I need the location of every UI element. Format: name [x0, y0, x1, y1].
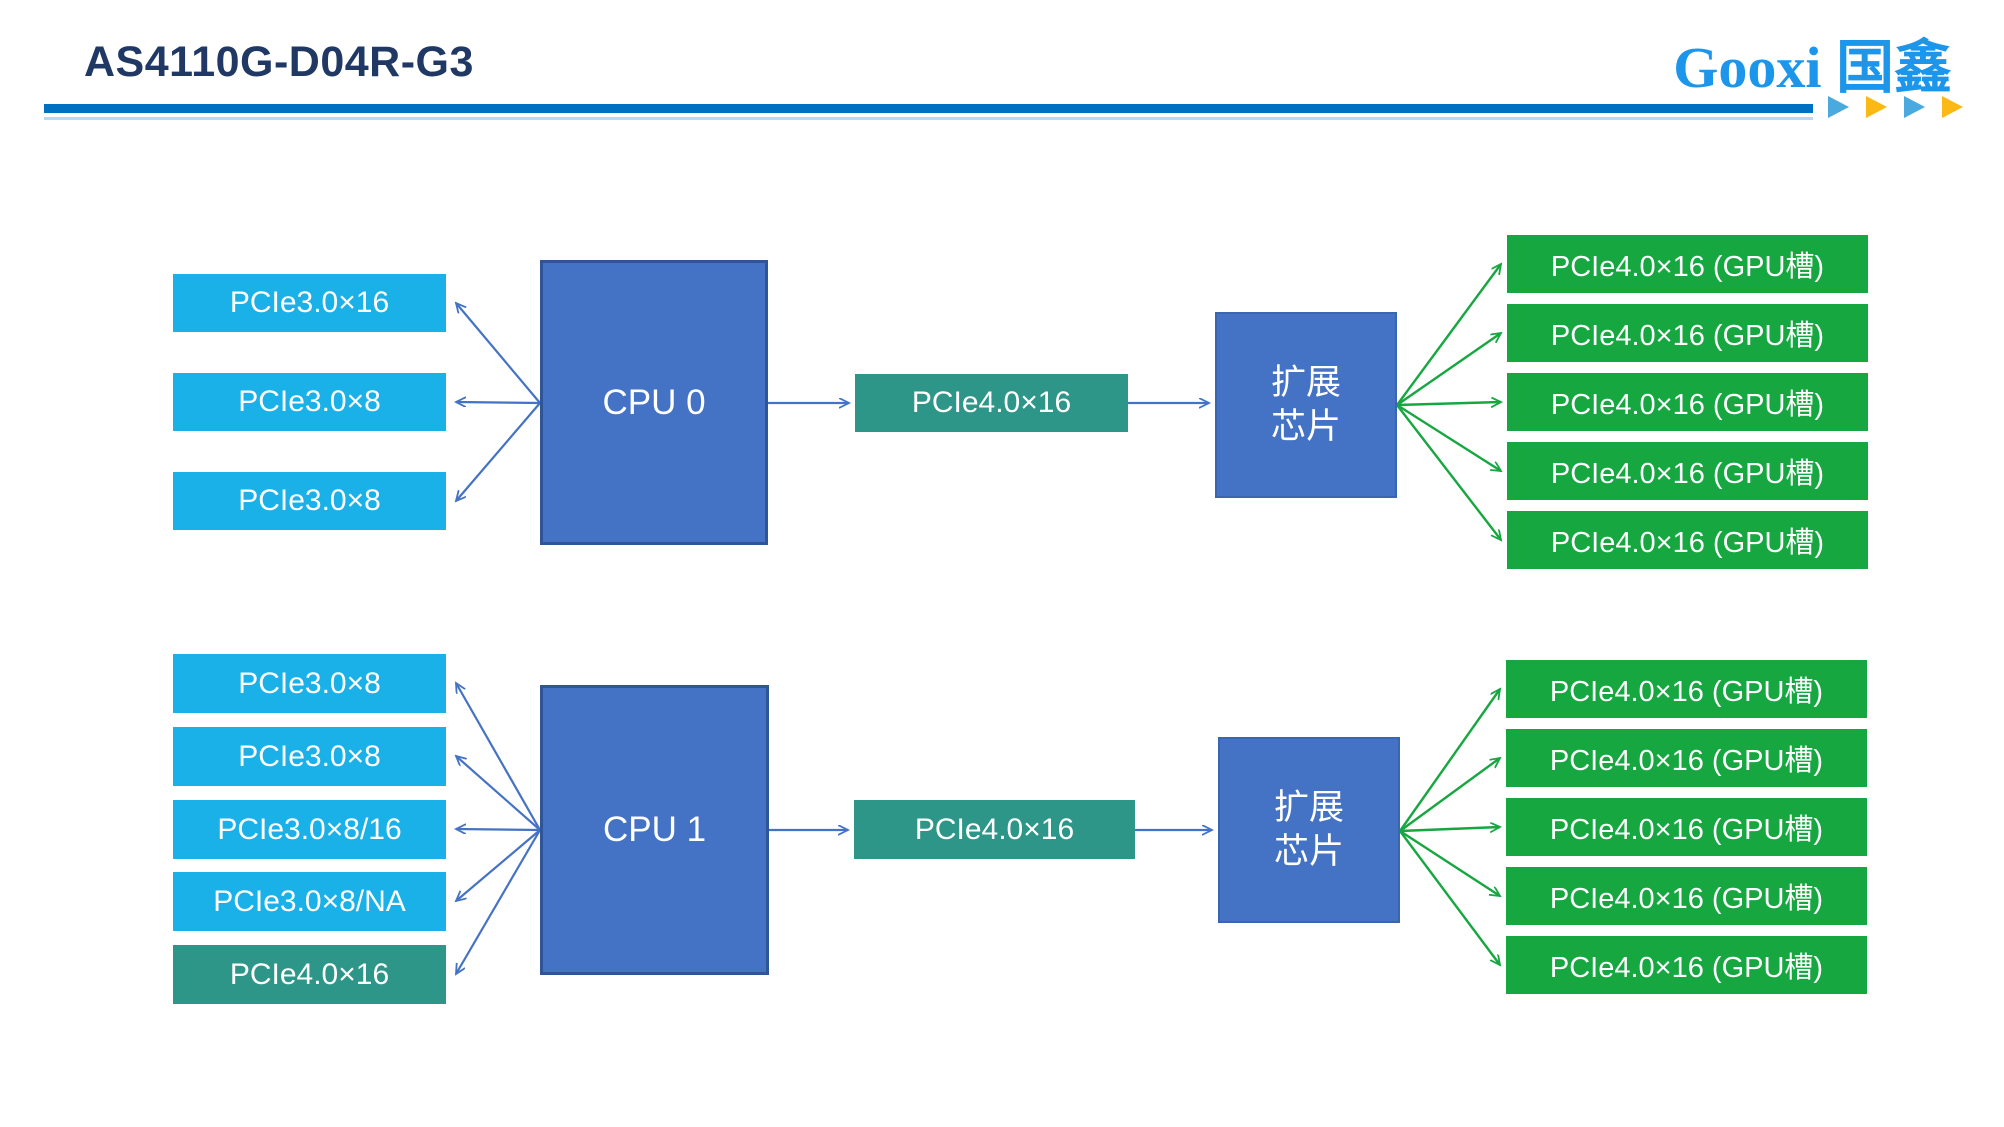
deco-triangle-icon: [1828, 96, 1849, 118]
cpu1-block: CPU 1: [540, 685, 769, 975]
page-title: AS4110G-D04R-G3: [84, 38, 474, 86]
gpu-slot: PCIe4.0×16 (GPU槽): [1506, 936, 1867, 994]
arrow-chip0-gpu5: [1396, 404, 1501, 540]
arrow-chip1-gpu4: [1399, 829, 1500, 896]
arrow-cpu1-slot3: [456, 829, 541, 830]
expansion-chip1-label-line2: 芯片: [1273, 832, 1344, 871]
arrow-cpu1-slot1: [456, 683, 541, 831]
gpu-slot: PCIe4.0×16 (GPU槽): [1507, 235, 1868, 293]
cpu1-pcie-slot: PCIe3.0×8/16: [173, 800, 446, 859]
cpu0-pcie-slot: PCIe3.0×8: [173, 472, 446, 530]
header-divider: [44, 104, 1813, 113]
arrow-chip0-gpu2: [1396, 333, 1501, 406]
cpu1-uplink-pcie4: PCIe4.0×16: [854, 800, 1135, 859]
expansion-chip0-label-line2: 芯片: [1270, 407, 1341, 446]
expansion-chip0-label-line1: 扩展: [1270, 363, 1341, 403]
cpu0-pcie-slot: PCIe3.0×8: [173, 373, 446, 431]
arrow-cpu0-slot1: [456, 303, 541, 404]
deco-triangle-icon: [1942, 96, 1963, 118]
gooxi-logo: Gooxi 国鑫: [1560, 20, 1952, 104]
arrow-cpu1-slot4: [456, 829, 541, 901]
arrow-chip0-gpu4: [1396, 403, 1501, 471]
gpu-slot: PCIe4.0×16 (GPU槽): [1507, 373, 1868, 431]
arrow-chip1-gpu3: [1399, 827, 1500, 831]
arrow-chip1-gpu2: [1399, 758, 1500, 832]
cpu1-pcie-slot: PCIe3.0×8: [173, 727, 446, 786]
arrow-cpu0-slot3: [456, 402, 541, 501]
gpu-slot: PCIe4.0×16 (GPU槽): [1506, 867, 1867, 925]
deco-triangle-icon: [1866, 96, 1887, 118]
arrow-cpu1-slot2: [456, 756, 541, 831]
logo-latin-text: Gooxi: [1673, 35, 1822, 100]
cpu1-pcie-slot: PCIe4.0×16: [173, 945, 446, 1004]
gpu-slot: PCIe4.0×16 (GPU槽): [1507, 511, 1868, 569]
arrow-chip0-gpu1: [1396, 264, 1501, 406]
arrow-chip1-gpu1: [1399, 689, 1500, 832]
expansion-chip1-block: 扩展 芯片: [1218, 737, 1400, 923]
header-divider-light: [44, 117, 1813, 120]
cpu1-pcie-slot: PCIe3.0×8/NA: [173, 872, 446, 931]
gpu-slot: PCIe4.0×16 (GPU槽): [1506, 729, 1867, 787]
arrow-cpu0-slot2: [456, 402, 541, 403]
gpu-slot: PCIe4.0×16 (GPU槽): [1507, 304, 1868, 362]
expansion-chip1-label-line1: 扩展: [1273, 788, 1344, 828]
deco-triangle-icon: [1904, 96, 1925, 118]
gpu-slot: PCIe4.0×16 (GPU槽): [1507, 442, 1868, 500]
gpu-slot: PCIe4.0×16 (GPU槽): [1506, 660, 1867, 718]
cpu0-pcie-slot: PCIe3.0×16: [173, 274, 446, 332]
expansion-chip0-block: 扩展 芯片: [1215, 312, 1397, 498]
gpu-slot: PCIe4.0×16 (GPU槽): [1506, 798, 1867, 856]
arrow-cpu1-slot5: [456, 829, 541, 974]
arrow-chip0-gpu3: [1396, 402, 1501, 405]
cpu0-uplink-pcie4: PCIe4.0×16: [855, 374, 1128, 432]
cpu1-pcie-slot: PCIe3.0×8: [173, 654, 446, 713]
logo-cn-text: 国鑫: [1835, 35, 1952, 100]
arrow-chip1-gpu5: [1399, 830, 1500, 965]
cpu0-block: CPU 0: [540, 260, 768, 545]
